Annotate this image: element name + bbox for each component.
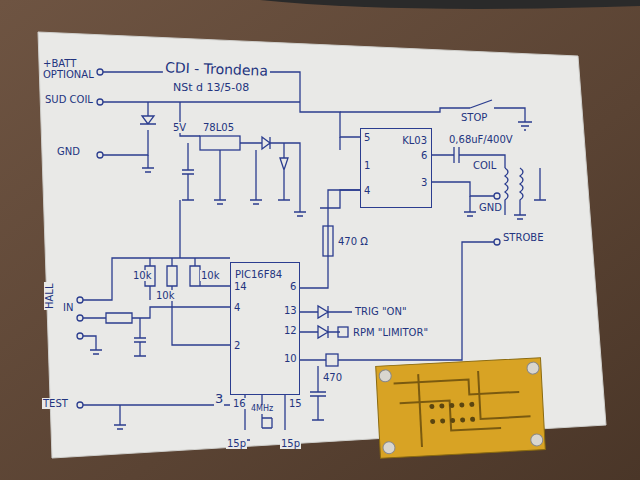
crystal-value: 4MHz bbox=[250, 405, 274, 414]
resistor-value: 10k bbox=[200, 270, 221, 281]
voltage-label: 5V bbox=[172, 122, 187, 133]
pin-number: 16 bbox=[232, 398, 247, 409]
switch-label: STOP bbox=[460, 112, 488, 123]
pin-number: 4 bbox=[233, 302, 241, 313]
pin-number: 5 bbox=[363, 132, 371, 143]
dark-object bbox=[260, 0, 640, 9]
part-name: 78L05 bbox=[202, 122, 235, 133]
resistor-value: 10k bbox=[155, 290, 176, 301]
pin-number: 12 bbox=[283, 325, 298, 336]
date-note: NSt d 13/5-08 bbox=[172, 82, 250, 94]
pin-number: 3 bbox=[420, 177, 428, 188]
part-name: COIL bbox=[472, 160, 497, 171]
pin-number: 3 bbox=[214, 392, 224, 406]
capacitor-value: 15p bbox=[280, 438, 301, 449]
pin-number: 4 bbox=[363, 185, 371, 196]
connector-label: HALL bbox=[44, 282, 55, 310]
terminal-label: GND bbox=[56, 146, 81, 157]
node-label: PIC16F84 bbox=[231, 267, 286, 282]
capacitor-value: 470 bbox=[322, 372, 343, 383]
resistor-value: 470 Ω bbox=[337, 236, 369, 247]
terminal-label: SUD COIL bbox=[44, 94, 94, 105]
pcb-board bbox=[376, 358, 546, 459]
signal-name: RPM "LIMITOR" bbox=[352, 327, 429, 338]
resistor-value: 10k bbox=[132, 270, 153, 281]
capacitor-value: 15p bbox=[226, 438, 247, 449]
terminal-label: GND bbox=[478, 202, 503, 213]
capacitor-value: 0,68uF/400V bbox=[448, 134, 514, 145]
pin-number: 6 bbox=[289, 281, 297, 292]
pin-number: 14 bbox=[233, 281, 248, 292]
pin-number: 6 bbox=[420, 150, 428, 161]
terminal-label: TEST bbox=[42, 398, 69, 409]
pin-number: 13 bbox=[283, 305, 298, 316]
signal-name: TRIG "ON" bbox=[354, 306, 407, 317]
node-label: KL03 bbox=[398, 133, 431, 148]
pin-name: IN bbox=[62, 302, 74, 313]
paper-sheet bbox=[38, 32, 606, 458]
terminal-label: +BATT OPTIONAL bbox=[42, 58, 96, 80]
pin-number: 1 bbox=[363, 160, 371, 171]
pin-number: 10 bbox=[283, 353, 298, 364]
pin-number: 15 bbox=[288, 398, 303, 409]
terminal-label: STROBE bbox=[502, 232, 544, 243]
pin-number: 2 bbox=[233, 340, 241, 351]
